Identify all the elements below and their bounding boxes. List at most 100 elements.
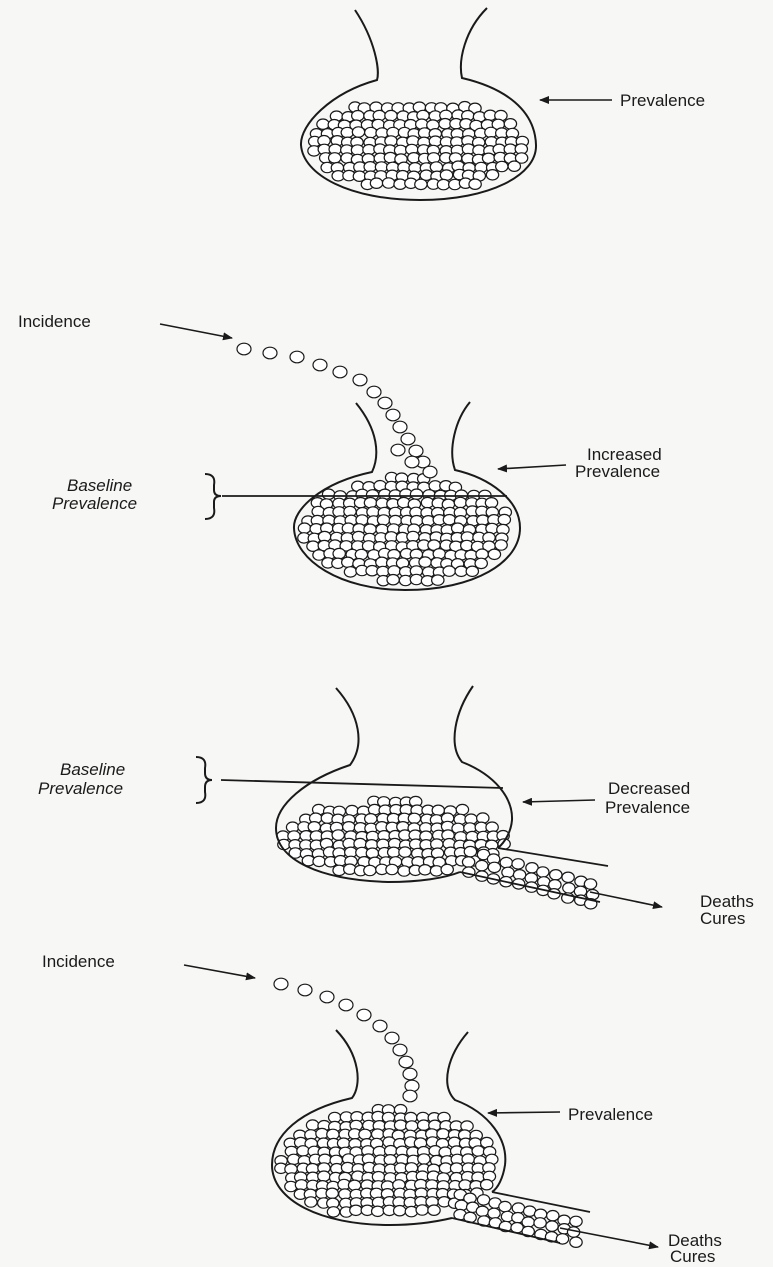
panel-2: Incidence Increased Prevalence Baseline …: [18, 312, 662, 590]
label-baseline-line1-p2: Baseline: [67, 476, 132, 495]
ball: [344, 567, 356, 577]
ball: [466, 566, 478, 576]
ball: [359, 1129, 371, 1139]
ball: [357, 1009, 371, 1021]
ball: [419, 865, 431, 875]
ball: [437, 179, 449, 189]
ball: [394, 1120, 406, 1130]
ball: [313, 359, 327, 371]
incidence-stream-p2: [237, 343, 437, 478]
ball: [476, 1206, 488, 1216]
label-baseline-line2-p2: Prevalence: [52, 494, 137, 513]
ball: [416, 1205, 428, 1215]
ball: [393, 1044, 407, 1056]
ball: [443, 566, 455, 576]
ball: [386, 409, 400, 421]
ball: [384, 1155, 396, 1165]
label-increased-line2-p2: Prevalence: [575, 462, 660, 481]
ball: [454, 497, 466, 507]
arrow-deaths-cures-p3: [590, 892, 662, 907]
ball: [327, 1207, 339, 1217]
ball: [377, 515, 389, 525]
ball: [298, 523, 310, 533]
ball: [495, 540, 507, 550]
ball: [450, 1163, 462, 1173]
label-baseline-line1-p3: Baseline: [60, 760, 125, 779]
panel-4: Incidence Prevalence Deaths Cures: [42, 952, 722, 1266]
ball: [352, 111, 364, 121]
ball: [441, 864, 453, 874]
ball: [462, 857, 474, 867]
ball: [341, 127, 353, 137]
ball: [409, 445, 423, 457]
ball: [443, 515, 455, 525]
panel-3: Baseline Prevalence Decreased Prevalence…: [38, 686, 754, 928]
ball: [329, 153, 341, 163]
ball: [500, 857, 512, 867]
ball: [263, 347, 277, 359]
ball: [563, 883, 575, 893]
ball: [502, 867, 514, 877]
ball: [428, 1205, 440, 1215]
ball: [394, 1206, 406, 1216]
ball: [367, 386, 381, 398]
ball: [488, 862, 500, 872]
ball: [373, 1020, 387, 1032]
label-incidence-p4: Incidence: [42, 952, 115, 971]
ball: [237, 343, 251, 355]
ball: [385, 1032, 399, 1044]
ball: [313, 856, 325, 866]
ball: [343, 822, 355, 832]
ball: [353, 374, 367, 386]
ball: [477, 1195, 489, 1205]
ball: [423, 466, 437, 478]
ball: [499, 1201, 511, 1211]
arrow-increased-p2: [498, 465, 566, 469]
ball: [440, 170, 452, 180]
ball: [437, 1129, 449, 1139]
ball: [456, 804, 468, 814]
ball: [365, 127, 377, 137]
ball: [399, 847, 411, 857]
ball: [393, 421, 407, 433]
ball: [410, 489, 422, 499]
ball: [415, 179, 427, 189]
ball: [298, 984, 312, 996]
ball: [333, 366, 347, 378]
ball: [405, 456, 419, 468]
brace-p3: [196, 757, 212, 803]
label-incidence-p2: Incidence: [18, 312, 91, 331]
prevalence-pool-p2: [298, 472, 512, 586]
ball: [418, 1120, 430, 1130]
ball: [403, 1090, 417, 1102]
ball: [388, 847, 400, 857]
label-baseline-line2-p3: Prevalence: [38, 779, 123, 798]
ball: [317, 119, 329, 129]
ball: [486, 170, 498, 180]
ball: [429, 136, 441, 146]
label-cures-p3: Cures: [700, 909, 745, 928]
ball: [512, 1203, 524, 1213]
ball: [547, 1211, 559, 1221]
arrow-decreased-p3: [523, 800, 595, 802]
ball: [391, 444, 405, 456]
ball: [546, 1221, 558, 1231]
prevalence-pool-p1: [308, 102, 529, 190]
ball: [410, 574, 422, 584]
ball: [512, 859, 524, 869]
ball: [476, 860, 488, 870]
label-decreased-line1-p3: Decreased: [608, 779, 690, 798]
ball: [332, 830, 344, 840]
ball: [364, 498, 376, 508]
arrow-prevalence-p4: [488, 1112, 560, 1113]
ball: [452, 523, 464, 533]
ball: [418, 1154, 430, 1164]
label-prevalence-p1: Prevalence: [620, 91, 705, 110]
ball: [326, 1188, 338, 1198]
ball: [351, 145, 363, 155]
ball: [481, 1180, 493, 1190]
brace-p2: [205, 474, 221, 519]
ball: [339, 999, 353, 1011]
ball: [403, 1068, 417, 1080]
